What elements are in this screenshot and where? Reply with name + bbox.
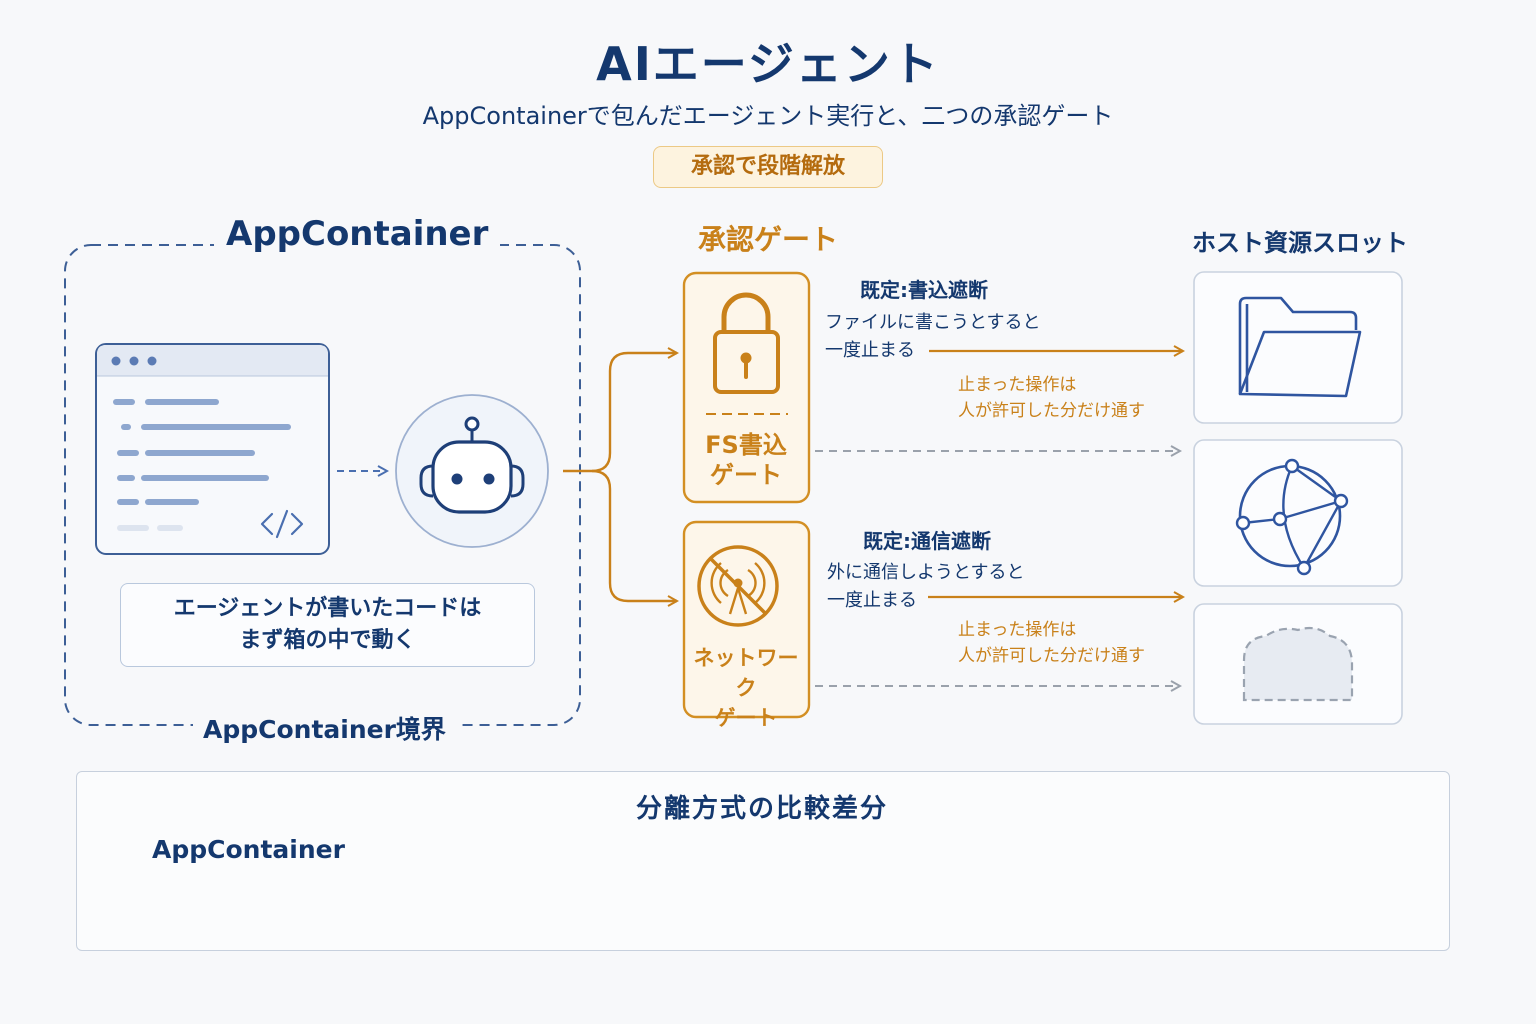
- net-default-label: 既定:通信遮断: [863, 529, 991, 553]
- fs-allow-line2: 人が許可した分だけ通す: [958, 401, 1145, 421]
- agent-robot-icon: [395, 394, 549, 548]
- network-globe-icon: [1235, 458, 1349, 576]
- comparison-panel: [76, 771, 1450, 951]
- net-desc-line1: 外に通信しようとすると: [827, 562, 1025, 583]
- page-title: AIエージェント: [596, 37, 940, 91]
- caption-line-2: まず箱の中で動く: [239, 628, 416, 653]
- net-gate-line2: ゲート: [714, 706, 778, 730]
- network-gate-box: [682, 520, 811, 719]
- resources-title: ホスト資源スロット: [1192, 229, 1408, 257]
- container-caption: エージェントが書いたコードは まず箱の中で動く: [120, 583, 535, 667]
- fs-gate-label: FS書込 ゲート: [684, 430, 808, 490]
- boundary-label: AppContainer境界: [193, 710, 456, 746]
- net-desc-line2: 一度止まる: [827, 590, 917, 611]
- container-title: AppContainer: [214, 214, 501, 254]
- net-allow-line1: 止まった操作は: [958, 620, 1077, 640]
- fs-gate-line1: FS書込: [705, 431, 787, 459]
- gates-title: 承認ゲート: [698, 223, 839, 256]
- fs-desc-line2: 一度止まる: [825, 340, 915, 361]
- code-window-icon: [95, 343, 330, 555]
- page-subtitle: AppContainerで包んだエージェント実行と、二つの承認ゲート: [422, 102, 1114, 130]
- net-gate-line1: ネットワーク: [693, 646, 799, 700]
- fs-desc-line1: ファイルに書こうとすると: [825, 312, 1041, 333]
- container-boundary: [64, 244, 581, 726]
- folder-icon: [1238, 296, 1362, 398]
- placeholder-cloud-icon: [1242, 626, 1354, 702]
- comparison-row-label: AppContainer: [152, 835, 345, 864]
- stage-badge: 承認で段階解放: [653, 146, 883, 188]
- caption-line-1: エージェントが書いたコードは: [173, 596, 482, 621]
- network-gate-label: ネットワーク ゲート: [684, 643, 808, 733]
- resource-slot-files: [1193, 271, 1403, 424]
- fs-gate-line2: ゲート: [710, 461, 782, 489]
- fs-gate-box: [682, 271, 811, 504]
- comparison-title: 分離方式の比較差分: [635, 794, 888, 824]
- fs-allow-line1: 止まった操作は: [958, 375, 1077, 395]
- net-allow-line2: 人が許可した分だけ通す: [958, 646, 1145, 666]
- fs-default-label: 既定:書込遮断: [860, 278, 988, 302]
